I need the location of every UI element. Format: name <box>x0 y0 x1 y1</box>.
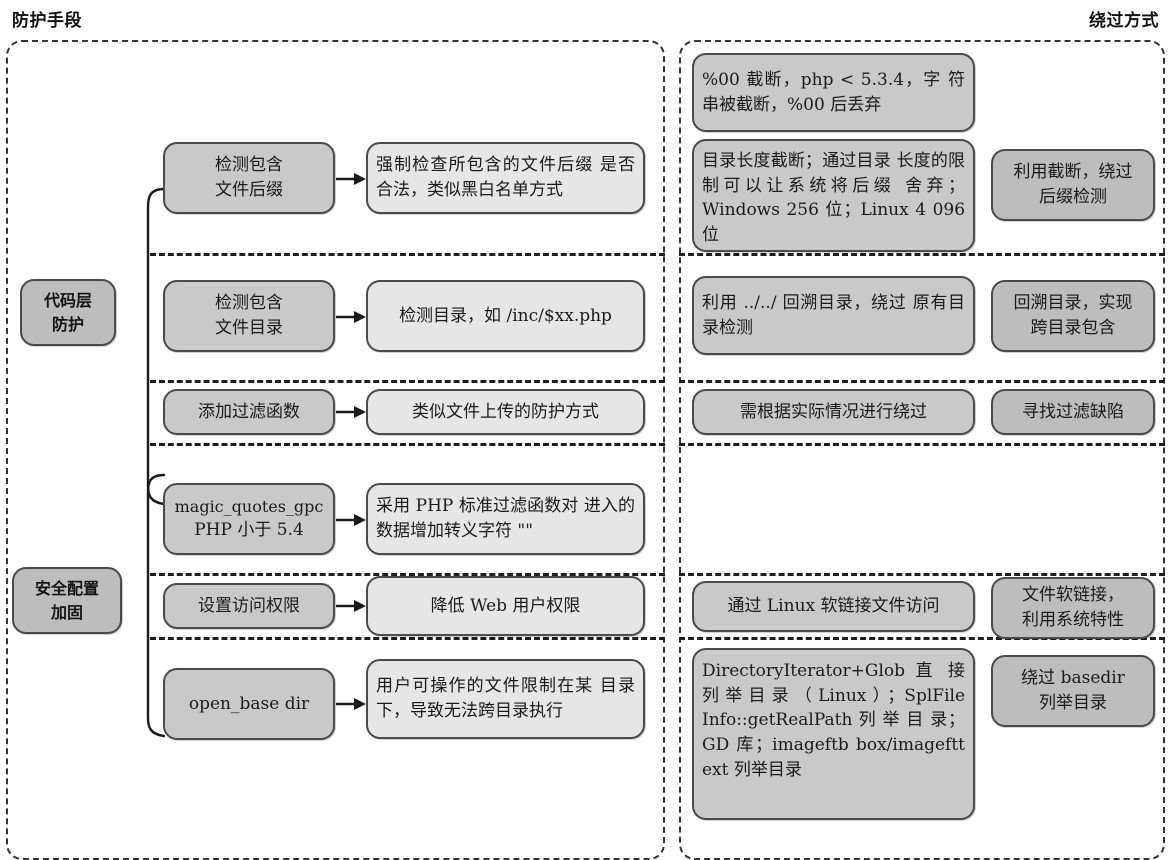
node-detail-row-6-line1: 用户可操作的文件限制在某 <box>376 676 594 697</box>
row-separator-4-left <box>150 573 665 576</box>
node-measure-row-4[interactable]: magic_quotes_gpc PHP 小于 5.4 <box>163 483 335 555</box>
node-result-row-6[interactable]: 绕过 basedir 列举目录 <box>991 655 1155 727</box>
node-bypass-row-1-item-1[interactable]: %00 截断，php < 5.3.4，字 符串被截断，%00 后丢弃 <box>692 53 975 132</box>
node-measure-row-1[interactable]: 检测包含 文件后缀 <box>163 142 335 214</box>
node-detail-row-5[interactable]: 降低 Web 用户权限 <box>366 576 645 636</box>
node-bypass-row-2-item-1-line2: 原有目录检测 <box>702 292 966 338</box>
node-detail-row-1[interactable]: 强制检查所包含的文件后缀 是否合法，类似黑白名单方式 <box>366 142 645 214</box>
node-result-row-2-line1: 回溯目录，实现 <box>1013 293 1133 314</box>
node-bypass-row-3-item-1-line1: 需根据实际情况进行绕过 <box>740 401 927 422</box>
node-result-row-5-line1: 文件软链接， <box>1022 585 1124 606</box>
node-measure-row-1-line1: 检测包含 <box>215 155 283 176</box>
node-result-row-6-line2: 列举目录 <box>1039 693 1107 713</box>
node-bypass-row-1-item-2[interactable]: 目录长度截断；通过目录 长度的限制可以让系统将后缀 舍弃；Windows 256… <box>692 139 975 252</box>
group-label-secure-config-line1: 安全配置 <box>34 578 99 598</box>
node-detail-row-2[interactable]: 检测目录，如 /inc/$xx.php <box>366 280 645 352</box>
column-header-bypass: 绕过方式 <box>1089 11 1159 31</box>
group-label-secure-config: 安全配置 加固 <box>12 567 122 634</box>
node-bypass-row-6-item-1-line2: 接列举目录（Linux）；SplFile <box>702 661 965 706</box>
node-result-row-5[interactable]: 文件软链接， 利用系统特性 <box>991 577 1155 639</box>
node-detail-row-5-line1: 降低 Web 用户权限 <box>430 595 581 616</box>
node-measure-row-3-line1: 添加过滤函数 <box>198 401 300 422</box>
arrow-right-icon-row-6 <box>336 697 366 711</box>
arrow-right-icon-row-5 <box>336 599 366 613</box>
node-detail-row-6[interactable]: 用户可操作的文件限制在某 目录下，导致无法跨目录执行 <box>366 659 645 739</box>
node-result-row-1-line1: 利用截断，绕过 <box>1013 162 1133 183</box>
node-detail-row-2-line1: 检测目录，如 /inc/$xx.php <box>399 305 612 326</box>
node-measure-row-6[interactable]: open_base dir <box>163 668 335 740</box>
node-bypass-row-6-item-1-line4: GD 库；imageftb box/imageftt <box>702 734 965 755</box>
node-detail-row-4-line2: 进入的数据增加转义字符 "" <box>376 496 635 541</box>
node-result-row-3-line1: 寻找过滤缺陷 <box>1022 401 1124 422</box>
curly-brace-icon-secure-config <box>126 472 166 740</box>
row-separator-2-right <box>679 380 1165 383</box>
node-result-row-1-line2: 后缀检测 <box>1039 187 1107 207</box>
group-label-code-layer-line1: 代码层 <box>43 290 92 310</box>
node-detail-row-6-line2: 目录下，导致无法跨目录执行 <box>376 676 636 721</box>
node-bypass-row-2-item-1[interactable]: 利用 ../../ 回溯目录，绕过 原有目录检测 <box>692 276 975 355</box>
node-measure-row-5-line1: 设置访问权限 <box>198 595 300 616</box>
row-separator-5-right <box>679 637 1165 640</box>
row-separator-3-right <box>679 443 1165 446</box>
node-result-row-1[interactable]: 利用截断，绕过 后缀检测 <box>991 149 1155 221</box>
row-separator-4-right <box>679 573 1165 576</box>
row-separator-1-left <box>150 253 665 256</box>
node-bypass-row-6-item-1-line5: ext 列举目录 <box>702 759 802 780</box>
row-separator-5-left <box>150 637 665 640</box>
arrow-right-icon-row-2 <box>336 310 366 324</box>
node-result-row-2-line2: 跨目录包含 <box>1030 318 1116 338</box>
row-separator-1-right <box>679 253 1165 256</box>
group-label-code-layer-line2: 防护 <box>51 314 84 334</box>
node-result-row-5-line2: 利用系统特性 <box>1022 610 1124 630</box>
node-bypass-row-1-item-2-line2: 长度的限制可以让系统将后缀 <box>702 151 966 196</box>
node-bypass-row-1-item-2-line1: 目录长度截断；通过目录 <box>702 151 891 171</box>
arrow-right-icon-row-3 <box>336 405 366 419</box>
node-detail-row-4-line1: 采用 PHP 标准过滤函数对 <box>376 496 579 517</box>
node-detail-row-4[interactable]: 采用 PHP 标准过滤函数对 进入的数据增加转义字符 "" <box>366 483 645 555</box>
group-label-code-layer: 代码层 防护 <box>20 279 116 346</box>
node-result-row-6-line1: 绕过 basedir <box>1021 668 1125 689</box>
node-bypass-row-1-item-1-line2: 符串被截断，%00 后丢弃 <box>702 69 965 115</box>
node-bypass-row-1-item-2-line3: 舍弃；Windows 256 位；Linux <box>702 175 966 221</box>
node-measure-row-2-line1: 检测包含 <box>215 293 283 314</box>
diagram-canvas: 防护手段 绕过方式 代码层 防护 安全配置 加固 <box>6 11 1165 860</box>
node-detail-row-1-line2: 是否合法，类似黑白名单方式 <box>376 155 636 200</box>
node-bypass-row-5-item-1-line1: 通过 Linux 软链接文件访问 <box>727 596 940 617</box>
node-detail-row-3[interactable]: 类似文件上传的防护方式 <box>366 389 645 435</box>
node-bypass-row-6-item-1-line1: DirectoryIterator+Glob 直 <box>702 661 938 681</box>
node-bypass-row-3-item-1[interactable]: 需根据实际情况进行绕过 <box>692 389 975 435</box>
node-measure-row-6-line1: open_base dir <box>188 693 310 714</box>
node-measure-row-4-line2: PHP 小于 5.4 <box>194 520 304 541</box>
node-bypass-row-6-item-1-line3: Info::getRealPath 列 举 目 录； <box>702 710 965 731</box>
row-separator-2-left <box>150 380 665 383</box>
node-measure-row-2-line2: 文件目录 <box>215 318 283 338</box>
node-detail-row-1-line1: 强制检查所包含的文件后缀 <box>376 155 594 176</box>
column-header-protection: 防护手段 <box>12 11 82 31</box>
node-result-row-3[interactable]: 寻找过滤缺陷 <box>991 389 1155 435</box>
node-measure-row-1-line2: 文件后缀 <box>215 180 283 200</box>
node-bypass-row-2-item-1-line1: 利用 ../../ 回溯目录，绕过 <box>702 292 907 313</box>
group-label-secure-config-line2: 加固 <box>50 602 83 622</box>
arrow-right-icon-row-1 <box>336 172 366 186</box>
node-detail-row-3-line1: 类似文件上传的防护方式 <box>412 401 599 422</box>
node-result-row-2[interactable]: 回溯目录，实现 跨目录包含 <box>991 280 1155 352</box>
node-measure-row-4-line1: magic_quotes_gpc <box>174 497 324 517</box>
node-bypass-row-1-item-2-line4: 4 096 位 <box>702 200 966 245</box>
node-bypass-row-1-item-1-line1: %00 截断，php < 5.3.4，字 <box>702 69 942 90</box>
node-bypass-row-6-item-1[interactable]: DirectoryIterator+Glob 直 接列举目录（Linux）；Sp… <box>692 648 975 820</box>
node-bypass-row-5-item-1[interactable]: 通过 Linux 软链接文件访问 <box>692 581 975 632</box>
arrow-right-icon-row-4 <box>336 513 366 527</box>
curly-brace-icon-code-layer <box>126 186 166 508</box>
node-measure-row-2[interactable]: 检测包含 文件目录 <box>163 280 335 352</box>
row-separator-3-left <box>150 443 665 446</box>
node-measure-row-5[interactable]: 设置访问权限 <box>163 583 335 629</box>
node-measure-row-3[interactable]: 添加过滤函数 <box>163 389 335 435</box>
